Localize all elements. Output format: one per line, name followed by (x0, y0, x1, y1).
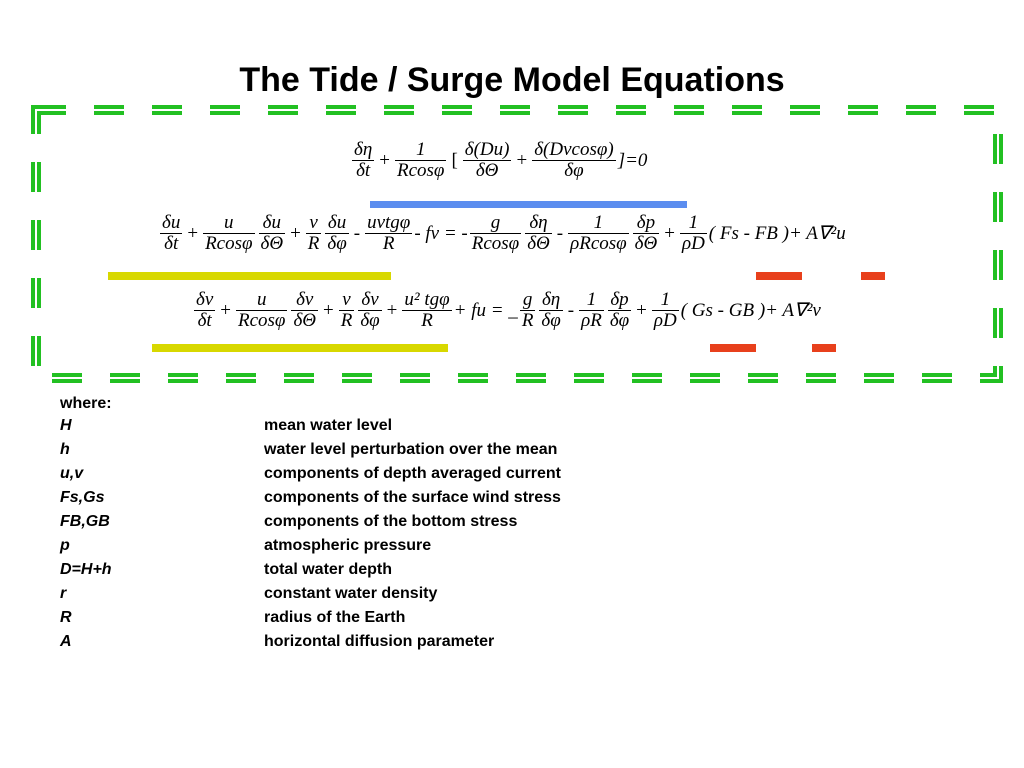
legend-symbol: FB,GB (60, 513, 110, 530)
legend-definition: horizontal diffusion parameter (264, 633, 495, 650)
red-highlight-bar-1a (756, 272, 802, 280)
page-title: The Tide / Surge Model Equations (239, 61, 785, 99)
legend-definition: components of the bottom stress (264, 513, 518, 530)
legend-definition: water level perturbation over the mean (264, 441, 558, 458)
legend-symbol: h (60, 441, 70, 458)
legend-symbol: H (60, 417, 72, 434)
legend-definition: mean water level (264, 417, 393, 434)
red-highlight-bar-2a (710, 344, 756, 352)
red-highlight-bar-1b (861, 272, 885, 280)
legend-heading: where: (60, 395, 112, 412)
legend-symbol: r (60, 585, 67, 602)
legend-symbol: Fs,Gs (60, 489, 105, 506)
yellow-highlight-bar-1 (108, 272, 391, 280)
legend-row: r constant water density (60, 582, 437, 606)
legend-symbol: A (60, 633, 72, 650)
legend-definition: components of the surface wind stress (264, 489, 561, 506)
legend-row: h water level perturbation over the mean (60, 438, 557, 462)
blue-highlight-bar (370, 201, 687, 208)
legend-definition: radius of the Earth (264, 609, 406, 626)
legend-row: FB,GB components of the bottom stress (60, 510, 517, 534)
legend-symbol: u,v (60, 465, 84, 482)
legend-symbol: p (60, 537, 70, 554)
legend-row: Fs,Gs components of the surface wind stre… (60, 486, 561, 510)
legend-symbol: R (60, 609, 72, 626)
legend-row: D=H+h total water depth (60, 558, 392, 582)
legend-symbol: D=H+h (60, 561, 112, 578)
legend-definition: total water depth (264, 561, 393, 578)
legend-row: p atmospheric pressure (60, 534, 431, 558)
legend-definition: components of depth averaged current (264, 465, 561, 482)
legend-definition: constant water density (264, 585, 438, 602)
dashed-border (31, 105, 1003, 383)
legend-definition: atmospheric pressure (264, 537, 432, 554)
legend-row: u,v components of depth averaged current (60, 462, 561, 486)
yellow-highlight-bar-2 (152, 344, 448, 352)
red-highlight-bar-2b (812, 344, 836, 352)
